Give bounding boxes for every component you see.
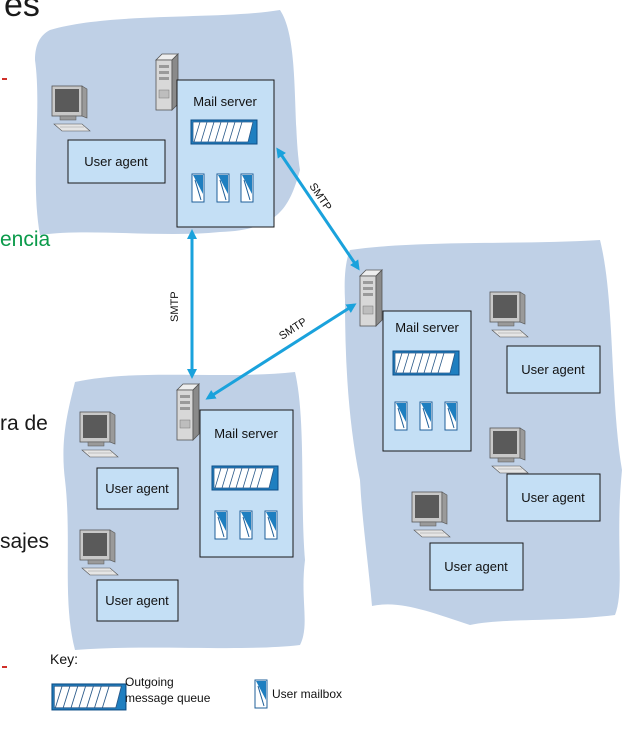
user-mailbox-icon [419, 401, 433, 431]
message-queue-icon [392, 350, 460, 376]
user-agent-label: User agent [521, 490, 585, 505]
key-queue-icon [51, 683, 127, 711]
mail-server-label: Mail server [214, 426, 278, 441]
server-tower-top [155, 53, 179, 111]
slide-text-fragment-green: encia [0, 228, 51, 251]
mail-server-box-top [176, 79, 275, 228]
user-mailbox-icon [214, 510, 228, 540]
message-queue-icon [190, 119, 258, 145]
smtp-arrow-top-right [276, 147, 360, 271]
user-mailbox-icon [239, 510, 253, 540]
user-mailbox-icon [191, 173, 205, 203]
key-queue-label-line2: message queue [125, 691, 211, 705]
user-agent-box-right-2 [506, 473, 601, 522]
user-agent-label: User agent [444, 559, 508, 574]
slide-text-fragment-2: sajes [0, 530, 50, 553]
key-queue-label-line1: Outgoing [125, 675, 174, 689]
user-agent-box-bottom-1 [96, 467, 179, 510]
user-agent-box-right-3 [429, 542, 524, 591]
server-tower-right [359, 269, 383, 327]
user-agent-label: User agent [84, 154, 148, 169]
bullet-mark [2, 78, 7, 80]
user-agent-box-right-1 [506, 345, 601, 394]
user-mailbox-icon [444, 401, 458, 431]
user-mailbox-icon [240, 173, 254, 203]
user-agent-label: User agent [105, 481, 169, 496]
user-mailbox-icon [216, 173, 230, 203]
slide-title-fragment: es [4, 0, 40, 24]
smtp-arrow-bottom-right [205, 303, 357, 400]
smtp-label: SMTP [277, 316, 309, 343]
server-tower-bottom [176, 383, 200, 441]
key-mailbox-label: User mailbox [272, 687, 342, 701]
user-mailbox-icon [264, 510, 278, 540]
bullet-mark [2, 666, 7, 668]
user-agent-label: User agent [105, 593, 169, 608]
smtp-label: SMTP [169, 291, 181, 322]
slide-text-fragment-1: ra de [0, 412, 48, 435]
user-agent-box-top [67, 139, 166, 184]
mail-server-label: Mail server [395, 320, 459, 335]
user-mailbox-icon [394, 401, 408, 431]
message-queue-icon [211, 465, 279, 491]
key-mailbox-icon [254, 679, 268, 709]
key-title: Key: [50, 651, 78, 667]
user-agent-box-bottom-2 [96, 579, 179, 622]
user-agent-label: User agent [521, 362, 585, 377]
mail-server-label: Mail server [193, 94, 257, 109]
